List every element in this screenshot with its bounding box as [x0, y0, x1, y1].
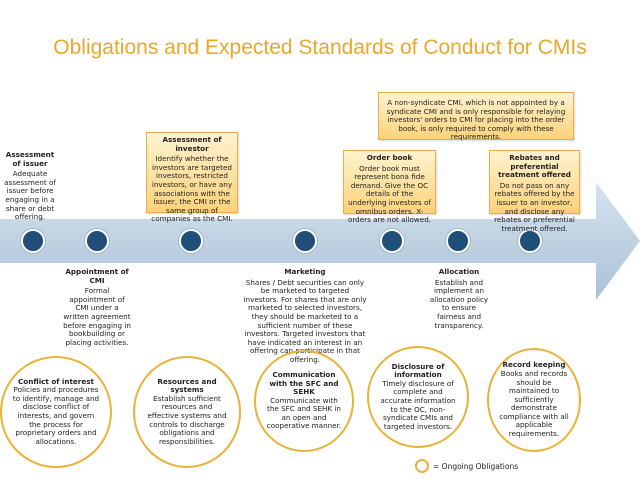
step-body: Establish and implement an allocation po… [429, 277, 489, 330]
step-heading: Assessment of investor [162, 135, 222, 153]
ongoing-body: Communicate with the SFC and SEHK in an … [266, 395, 342, 431]
step-body: Do not pass on any rebates offered by th… [494, 180, 575, 233]
ongoing-record-keeping: Record keeping Books and records should … [487, 348, 581, 452]
ongoing-heading: Conflict of interest [18, 376, 94, 386]
step-order-book: Order book Order book must represent bon… [343, 150, 436, 224]
step-body: Identify whether the investors are targe… [151, 154, 233, 224]
timeline-dot-order-book [380, 229, 404, 253]
timeline-dot-investor [179, 229, 203, 253]
ongoing-conflict-of-interest: Conflict of interest Policies and proced… [0, 356, 112, 468]
step-body: Formal appointment of CMI under a writte… [63, 286, 131, 347]
ongoing-heading: Resources and systems [157, 376, 217, 395]
legend: = Ongoing Obligations [415, 459, 518, 473]
step-rebates: Rebates and preferential treatment offer… [489, 150, 580, 233]
step-assessment-of-investor: Assessment of investor Identify whether … [146, 132, 238, 223]
note-text: A non-syndicate CMI, which is not appoin… [386, 98, 566, 142]
step-body: Adequate assessment of issuer before eng… [4, 169, 56, 222]
step-heading: Allocation [438, 267, 480, 276]
ongoing-heading: Disclosure of information [391, 361, 445, 380]
ring-icon [415, 459, 429, 473]
step-heading: Rebates and preferential treatment offer… [498, 153, 571, 180]
timeline-dot-allocation [446, 229, 470, 253]
legend-label: = Ongoing Obligations [433, 461, 519, 471]
ongoing-disclosure: Disclosure of information Timely disclos… [367, 346, 469, 448]
timeline-dot-marketing [293, 229, 317, 253]
non-syndicate-note: A non-syndicate CMI, which is not appoin… [378, 92, 574, 142]
step-heading: Order book [366, 153, 413, 162]
ongoing-body: Establish sufficient resources and effec… [147, 393, 227, 446]
step-heading: Assessment of issuer [5, 150, 55, 168]
ongoing-body: Policies and procedures to identify, man… [12, 385, 100, 446]
timeline-dot-appointment [85, 229, 109, 253]
ongoing-resources-and-systems: Resources and systems Establish sufficie… [133, 356, 241, 468]
step-allocation: Allocation Establish and implement an al… [428, 267, 490, 330]
page-title: Obligations and Expected Standards of Co… [53, 36, 587, 59]
ongoing-heading: Communication with the SFC and SEHK [269, 369, 339, 397]
ongoing-heading: Record keeping [502, 360, 566, 370]
ongoing-body: Timely disclosure of complete and accura… [380, 378, 456, 431]
timeline-dot-rebates [518, 229, 542, 253]
step-appointment-of-cmi: Appointment of CMI Formal appointment of… [62, 267, 132, 347]
step-assessment-of-issuer: Assessment of issuer Adequate assessment… [3, 150, 57, 222]
step-body: Order book must represent bona fide dema… [347, 163, 432, 225]
ongoing-body: Books and records should be maintained t… [499, 368, 569, 439]
ongoing-communication: Communication with the SFC and SEHK Comm… [254, 350, 354, 452]
step-heading: Marketing [284, 267, 326, 276]
step-heading: Appointment of CMI [65, 267, 129, 285]
timeline-dot-issuer [21, 229, 45, 253]
